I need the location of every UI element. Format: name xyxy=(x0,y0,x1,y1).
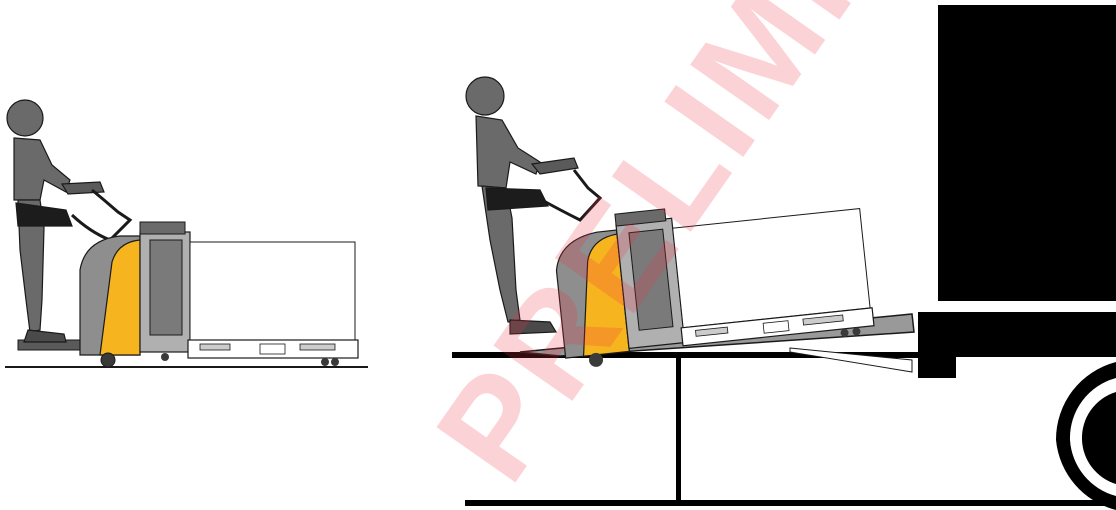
pallet-load-icon xyxy=(188,242,358,366)
dock-base xyxy=(465,500,1116,506)
truck-trailer-icon xyxy=(918,5,1116,510)
dock-post xyxy=(676,355,681,505)
tiller-handle xyxy=(72,190,130,240)
ramp-lip xyxy=(790,348,912,372)
flat-ground-scene xyxy=(5,100,368,367)
pallet-truck-icon xyxy=(80,222,190,367)
